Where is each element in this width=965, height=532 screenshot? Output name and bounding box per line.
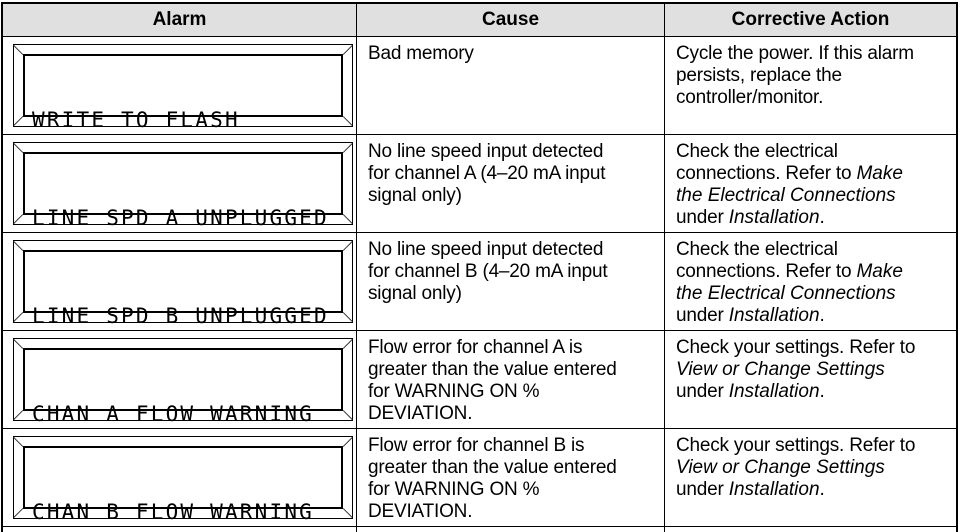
alarm-cell: CHAN A FLOW WARNING — [3, 331, 357, 429]
lcd-bezel-corner-icon — [342, 116, 353, 126]
lcd-bezel-corner-icon — [342, 437, 353, 447]
lcd-bezel-corner-icon — [342, 241, 353, 251]
cause-text: Flow error for channel A is greater than… — [368, 337, 617, 424]
partial-row-action-cell — [665, 527, 956, 532]
cause-cell: Bad memory — [357, 37, 665, 135]
lcd-bezel-corner-icon — [342, 143, 353, 153]
lcd-bezel-corner-icon — [13, 437, 24, 447]
alarm-text-line-1: LINE SPD B UNPLUGGED — [32, 304, 329, 328]
partial-row-alarm-cell — [3, 527, 357, 532]
corrective-action-cell: Check your settings. Refer to View or Ch… — [665, 429, 956, 527]
alarm-lcd-display: CHAN B FLOW WARNING — [13, 436, 353, 524]
lcd-bezel-corner-icon — [13, 214, 24, 224]
header-cell-alarm: Alarm — [3, 4, 357, 37]
cause-cell: Flow error for channel A is greater than… — [357, 331, 665, 429]
cause-text: No line speed input detected for channel… — [368, 239, 608, 304]
header-cell-cause: Cause — [357, 4, 665, 37]
corrective-action-text: Check your settings. Refer to View or Ch… — [676, 337, 916, 402]
lcd-bezel-corner-icon — [13, 241, 24, 251]
corrective-action-cell: Check the electrical connections. Refer … — [665, 233, 956, 331]
alarm-text-line-1: CHAN A FLOW WARNING — [32, 402, 315, 426]
lcd-bezel-corner-icon — [342, 45, 353, 55]
corrective-action-text: Cycle the power. If this alarm persists,… — [676, 43, 914, 108]
alarm-lcd-display: CHAN A FLOW WARNING — [13, 338, 353, 426]
corrective-action-text: Check the electrical connections. Refer … — [676, 239, 903, 326]
cause-cell: No line speed input detected for channel… — [357, 135, 665, 233]
lcd-bezel-corner-icon — [13, 116, 24, 126]
lcd-bezel-corner-icon — [13, 143, 24, 153]
lcd-screen: LINE SPD A UNPLUGGED — [23, 152, 343, 230]
lcd-screen: CHAN B FLOW WARNING — [23, 446, 343, 524]
lcd-bezel-corner-icon — [342, 312, 353, 322]
corrective-action-cell: Check the electrical connections. Refer … — [665, 135, 956, 233]
partial-row-cause-cell — [357, 527, 665, 532]
cause-cell: Flow error for channel B is greater than… — [357, 429, 665, 527]
alarm-text-line-1: WRITE TO FLASH — [32, 108, 240, 132]
alarm-cell: CHAN B FLOW WARNING — [3, 429, 357, 527]
lcd-bezel-corner-icon — [13, 312, 24, 322]
lcd-bezel-corner-icon — [13, 410, 24, 420]
lcd-screen: CHAN A FLOW WARNING — [23, 348, 343, 426]
corrective-action-cell: Cycle the power. If this alarm persists,… — [665, 37, 956, 135]
alarm-lcd-display: LINE SPD B UNPLUGGED — [13, 240, 353, 328]
corrective-action-cell: Check your settings. Refer to View or Ch… — [665, 331, 956, 429]
alarm-cell: LINE SPD B UNPLUGGED — [3, 233, 357, 331]
lcd-bezel-corner-icon — [342, 214, 353, 224]
lcd-bezel-corner-icon — [13, 339, 24, 349]
corrective-action-text: Check the electrical connections. Refer … — [676, 141, 903, 228]
alarm-lcd-display: LINE SPD A UNPLUGGED — [13, 142, 353, 230]
lcd-bezel-corner-icon — [342, 339, 353, 349]
lcd-screen: LINE SPD B UNPLUGGED — [23, 250, 343, 328]
lcd-bezel-corner-icon — [13, 45, 24, 55]
lcd-screen: WRITE TO FLASH MEMORY FAILED! — [23, 54, 343, 132]
cause-text: No line speed input detected for channel… — [368, 141, 606, 206]
cause-cell: No line speed input detected for channel… — [357, 233, 665, 331]
lcd-bezel-corner-icon — [342, 508, 353, 518]
alarm-cell: WRITE TO FLASH MEMORY FAILED! — [3, 37, 357, 135]
alarm-cell: LINE SPD A UNPLUGGED — [3, 135, 357, 233]
alarm-lcd-display: WRITE TO FLASH MEMORY FAILED! — [13, 44, 353, 132]
header-cell-corrective-action: Corrective Action — [665, 4, 956, 37]
alarm-text-line-1: LINE SPD A UNPLUGGED — [32, 206, 329, 230]
lcd-bezel-corner-icon — [342, 410, 353, 420]
corrective-action-text: Check your settings. Refer to View or Ch… — [676, 435, 916, 500]
cause-text: Flow error for channel B is greater than… — [368, 435, 617, 522]
alarm-text-line-1: CHAN B FLOW WARNING — [32, 500, 315, 524]
cause-text: Bad memory — [368, 43, 474, 64]
lcd-bezel-corner-icon — [13, 508, 24, 518]
